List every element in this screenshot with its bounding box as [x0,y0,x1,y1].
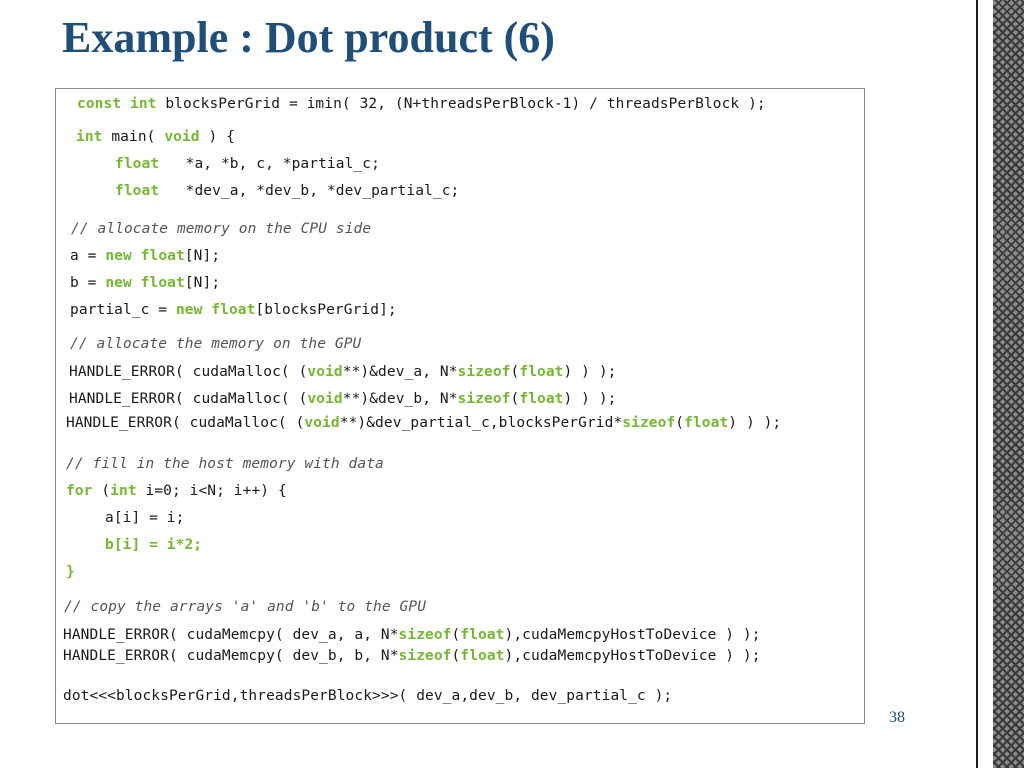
code-line-kernel-launch: dot<<<blocksPerGrid,threadsPerBlock>>>( … [63,688,673,704]
code-text: ) ) ); [563,364,617,380]
code-listing: const int blocksPerGrid = imin( 32, (N+t… [55,88,865,724]
code-line-close-brace: } [66,564,75,580]
code-comment: // allocate memory on the CPU side [71,221,372,237]
code-text: **)&dev_a, N* [342,364,458,380]
keyword: int [130,96,157,112]
code-line-for-loop: for (int i=0; i<N; i++) { [66,483,287,499]
code-text: partial_c = [70,302,176,318]
keyword: void [307,364,343,380]
code-text: ),cudaMemcpyHostToDevice ) ); [504,648,761,664]
code-text [132,248,141,264]
code-text: ( [451,627,461,643]
code-comment: // copy the arrays 'a' and 'b' to the GP… [64,599,427,615]
keyword: new [105,275,132,291]
keyword: float [460,627,505,643]
code-text: ( [510,364,520,380]
keyword: for [66,483,93,499]
code-line-memcpy-a: HANDLE_ERROR( cudaMemcpy( dev_a, a, N*si… [63,627,761,643]
code-text: ) { [199,129,235,145]
code-text: *a, *b, c, *partial_c; [159,156,380,172]
code-line-cudamalloc-partial: HANDLE_ERROR( cudaMalloc( (void**)&dev_p… [66,415,781,431]
keyword: float [115,156,160,172]
code-line-cudamalloc-a: HANDLE_ERROR( cudaMalloc( (void**)&dev_a… [69,364,617,380]
decorative-pattern-stripe [990,0,1024,768]
keyword: sizeof [398,627,452,643]
code-text: HANDLE_ERROR( cudaMalloc( ( [69,391,308,407]
keyword: int [76,129,103,145]
code-text: ( [510,391,520,407]
code-text: ) ) ); [728,415,782,431]
keyword: sizeof [622,415,676,431]
keyword: float [140,248,185,264]
code-text: HANDLE_ERROR( cudaMalloc( ( [66,415,305,431]
keyword: void [164,129,200,145]
code-comment: // fill in the host memory with data [66,456,384,472]
keyword: float [115,183,160,199]
code-line-float-device: float *dev_a, *dev_b, *dev_partial_c; [115,183,459,199]
page-number: 38 [889,709,905,726]
code-text: **)&dev_partial_c,blocksPerGrid* [339,415,623,431]
code-text: ) ) ); [563,391,617,407]
code-line-assign-a: a[i] = i; [105,510,185,526]
keyword: sizeof [457,364,511,380]
code-line-cudamalloc-b: HANDLE_ERROR( cudaMalloc( (void**)&dev_b… [69,391,617,407]
code-text: **)&dev_b, N* [342,391,458,407]
code-line-alloc-a: a = new float[N]; [70,248,220,264]
slide-title: Example : Dot product (6) [62,13,555,62]
code-line-memcpy-b: HANDLE_ERROR( cudaMemcpy( dev_b, b, N*si… [63,648,761,664]
code-text: i=0; i<N; i++) { [136,483,287,499]
code-text: main( [102,129,165,145]
keyword: float [519,391,564,407]
keyword: sizeof [457,391,511,407]
code-line-float-host: float *a, *b, c, *partial_c; [115,156,380,172]
code-line-alloc-partial: partial_c = new float[blocksPerGrid]; [70,302,397,318]
code-text: [N]; [184,248,221,264]
code-text: [N]; [184,275,221,291]
code-text [121,96,130,112]
code-text: HANDLE_ERROR( cudaMemcpy( dev_a, a, N* [63,627,399,643]
keyword: float [211,302,256,318]
code-text [132,275,141,291]
code-line-main: int main( void ) { [76,129,235,145]
code-text: ( [92,483,111,499]
code-text: ( [675,415,685,431]
code-text: b = [70,275,106,291]
code-text [202,302,211,318]
code-text: ),cudaMemcpyHostToDevice ) ); [504,627,761,643]
decorative-rule [976,0,978,768]
keyword: new [105,248,132,264]
code-text: ( [451,648,461,664]
code-text: *dev_a, *dev_b, *dev_partial_c; [159,183,460,199]
keyword: int [110,483,137,499]
keyword: void [307,391,343,407]
code-text: a = [70,248,106,264]
code-text: [blocksPerGrid]; [255,302,397,318]
code-line-alloc-b: b = new float[N]; [70,275,220,291]
keyword: float [460,648,505,664]
keyword: float [684,415,729,431]
keyword: float [519,364,564,380]
code-text: HANDLE_ERROR( cudaMemcpy( dev_b, b, N* [63,648,399,664]
keyword: const [77,96,122,112]
code-text: HANDLE_ERROR( cudaMalloc( ( [69,364,308,380]
keyword: void [304,415,340,431]
keyword: sizeof [398,648,452,664]
keyword: float [140,275,185,291]
code-line-assign-b: b[i] = i*2; [105,537,203,553]
code-text: blocksPerGrid = imin( 32, (N+threadsPerB… [156,96,766,112]
keyword: new [175,302,203,318]
code-comment: // allocate the memory on the GPU [70,336,362,352]
code-line-blocks-per-grid: const int blocksPerGrid = imin( 32, (N+t… [77,96,766,112]
